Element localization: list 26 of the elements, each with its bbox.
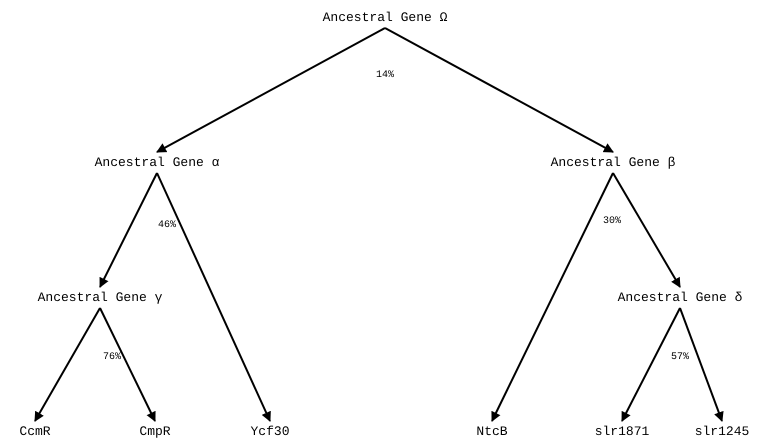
percent-label: 46%	[158, 220, 176, 232]
percent-label: 14%	[376, 70, 394, 82]
gene-label: Ancestral Gene Ω	[322, 10, 448, 26]
arrow	[384, 27, 614, 153]
arrow	[679, 308, 724, 422]
arrow	[621, 308, 681, 422]
arrow	[34, 308, 101, 422]
arrow	[612, 172, 681, 288]
percent-label: 57%	[671, 352, 689, 364]
arrow	[99, 308, 156, 422]
gene-label: CcmR	[19, 424, 51, 440]
percent-label: 76%	[103, 352, 121, 364]
gene-label: CmpR	[139, 424, 171, 440]
percent-label: 30%	[603, 216, 621, 228]
gene-label: Ycf30	[250, 424, 290, 440]
gene-label: Ancestral Gene α	[94, 155, 220, 171]
gene-label: slr1871	[594, 424, 650, 440]
arrow	[491, 172, 614, 422]
arrow	[99, 172, 158, 288]
gene-label: NtcB	[476, 424, 508, 440]
arrow	[156, 172, 271, 422]
gene-label: Ancestral Gene γ	[38, 290, 162, 306]
gene-label: Ancestral Gene δ	[618, 290, 742, 306]
gene-label: slr1245	[694, 424, 750, 440]
arrow	[156, 27, 386, 153]
gene-label: Ancestral Gene β	[550, 155, 676, 171]
